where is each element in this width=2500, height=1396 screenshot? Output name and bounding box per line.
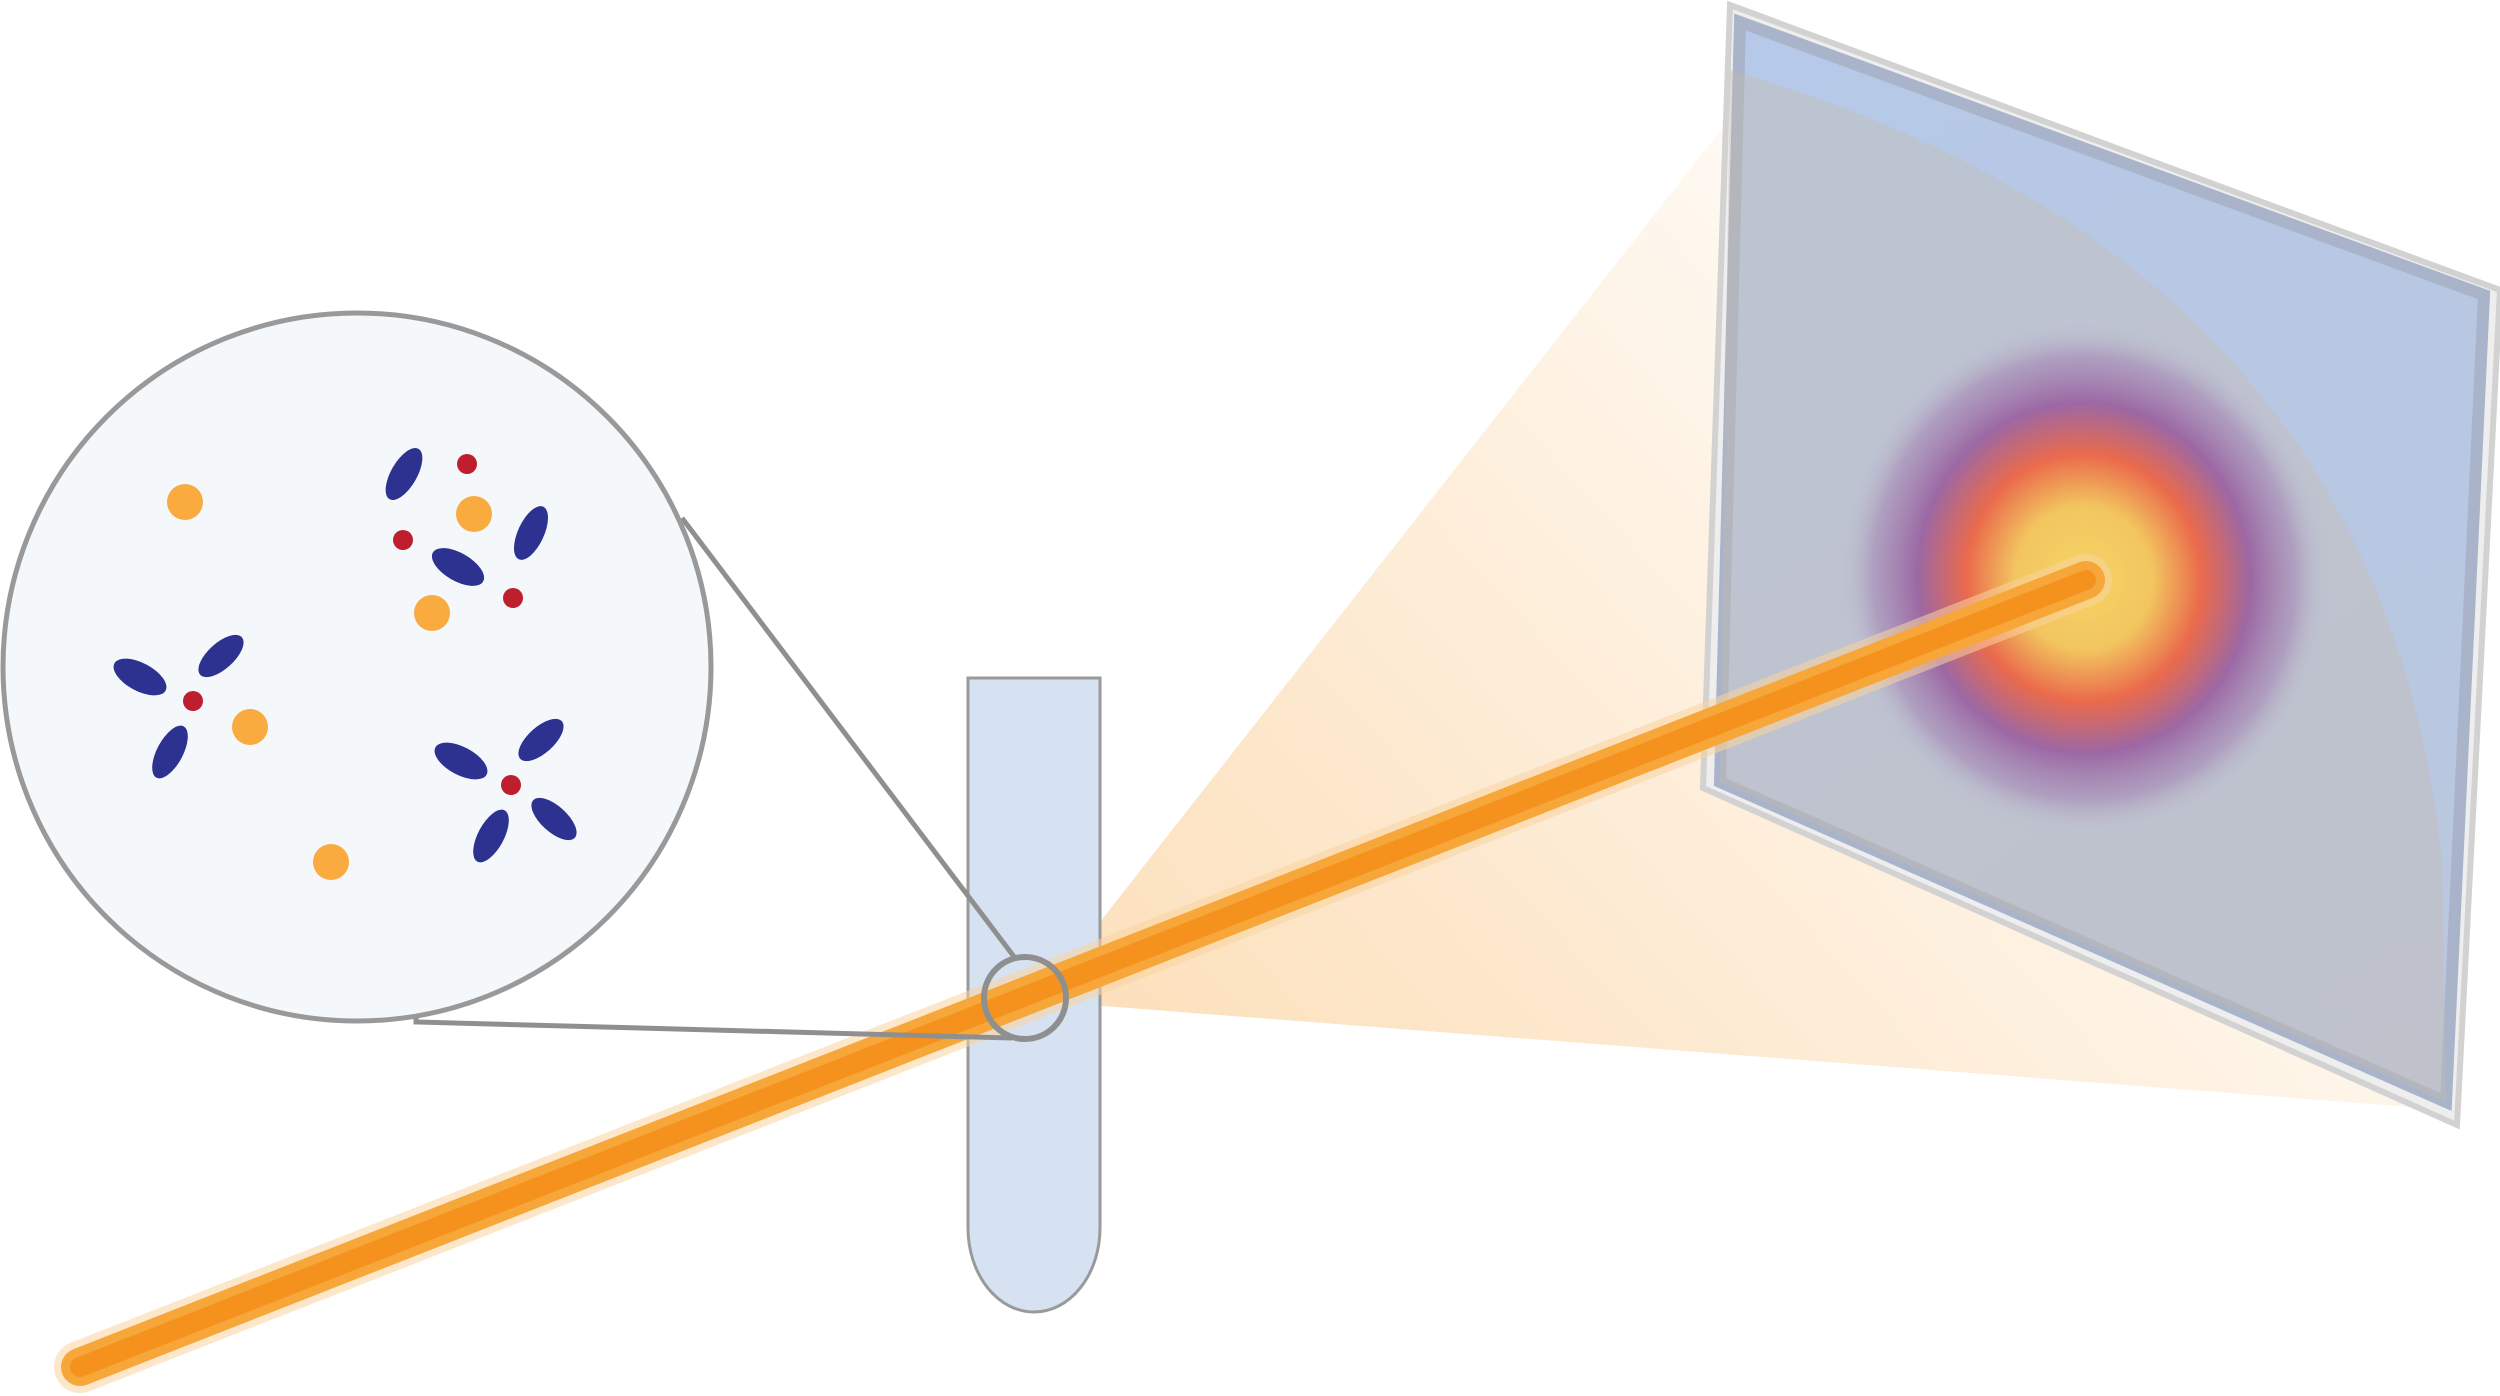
molecule-cluster — [113, 634, 244, 779]
particle-large — [313, 844, 349, 880]
molecule-cluster — [434, 718, 577, 863]
particle-large — [232, 709, 268, 745]
ion-small — [501, 775, 521, 795]
particle-large — [456, 496, 492, 532]
molecule-cluster — [385, 448, 549, 586]
ion-small — [393, 530, 413, 550]
incident-beam — [54, 554, 2112, 1393]
sample-magnifier-ring — [981, 954, 1069, 1042]
particle-large — [414, 595, 450, 631]
ion-small — [183, 691, 203, 711]
particle-large — [167, 484, 203, 520]
ion-small — [503, 588, 523, 608]
ion-small — [457, 454, 477, 474]
zoom-inset — [0, 310, 714, 1024]
